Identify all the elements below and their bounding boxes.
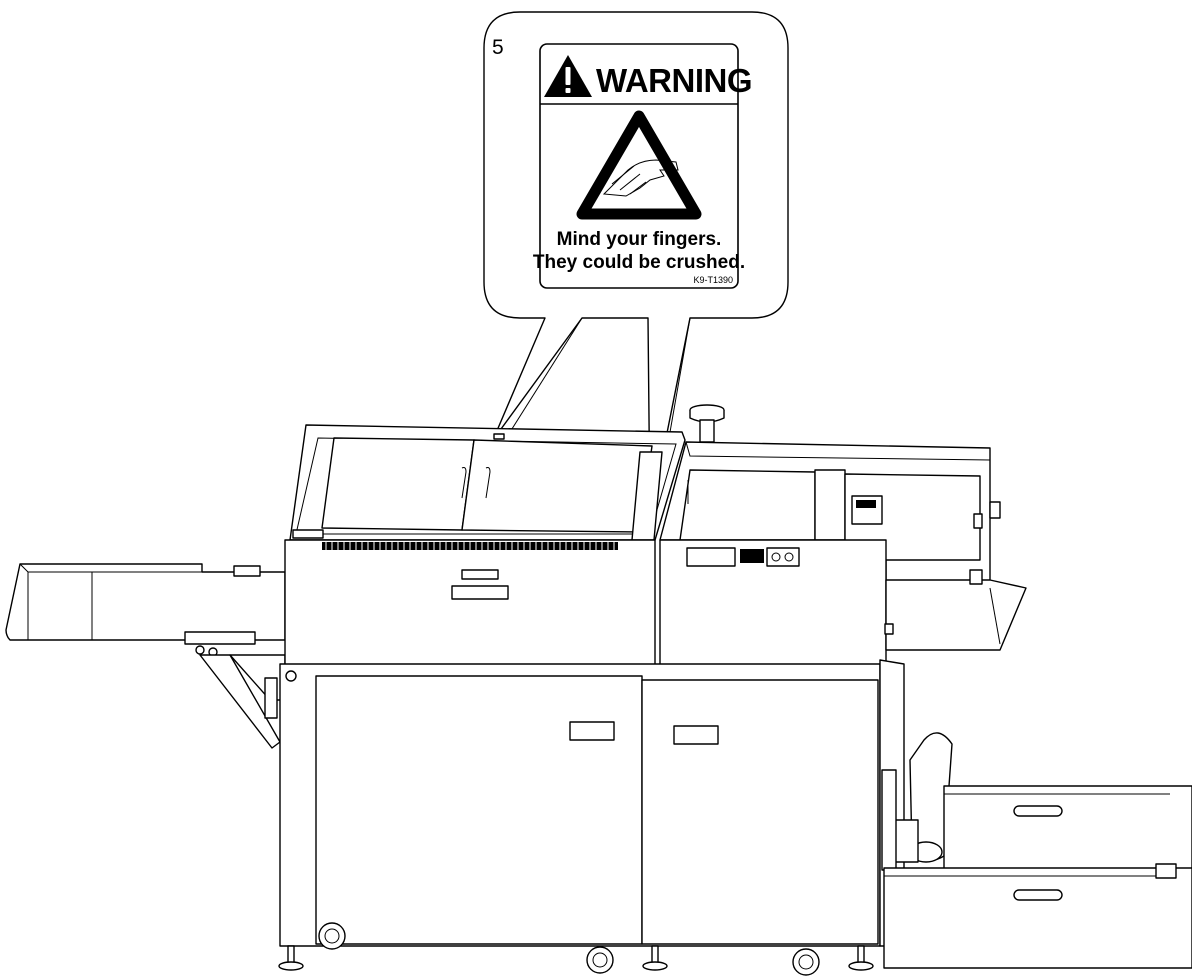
right-module [659, 404, 1027, 676]
left-conveyor [5, 563, 286, 749]
warning-label: WARNING Mind your fingers. They could be… [533, 43, 753, 289]
hand-crush-icon [576, 110, 702, 220]
label-message-line1: Mind your fingers. [557, 229, 722, 250]
warning-triangle-icon [544, 55, 592, 97]
label-code: K9-T1390 [693, 275, 733, 285]
roller-unit [881, 732, 953, 871]
upper-cover [289, 424, 686, 558]
receiving-bin [883, 785, 1192, 969]
main-body [284, 539, 656, 676]
label-heading: WARNING [596, 62, 752, 99]
lower-cabinet [279, 659, 905, 947]
casters [278, 922, 874, 976]
callout-number: 5 [492, 36, 504, 59]
label-message-line2: They could be crushed. [533, 252, 745, 273]
